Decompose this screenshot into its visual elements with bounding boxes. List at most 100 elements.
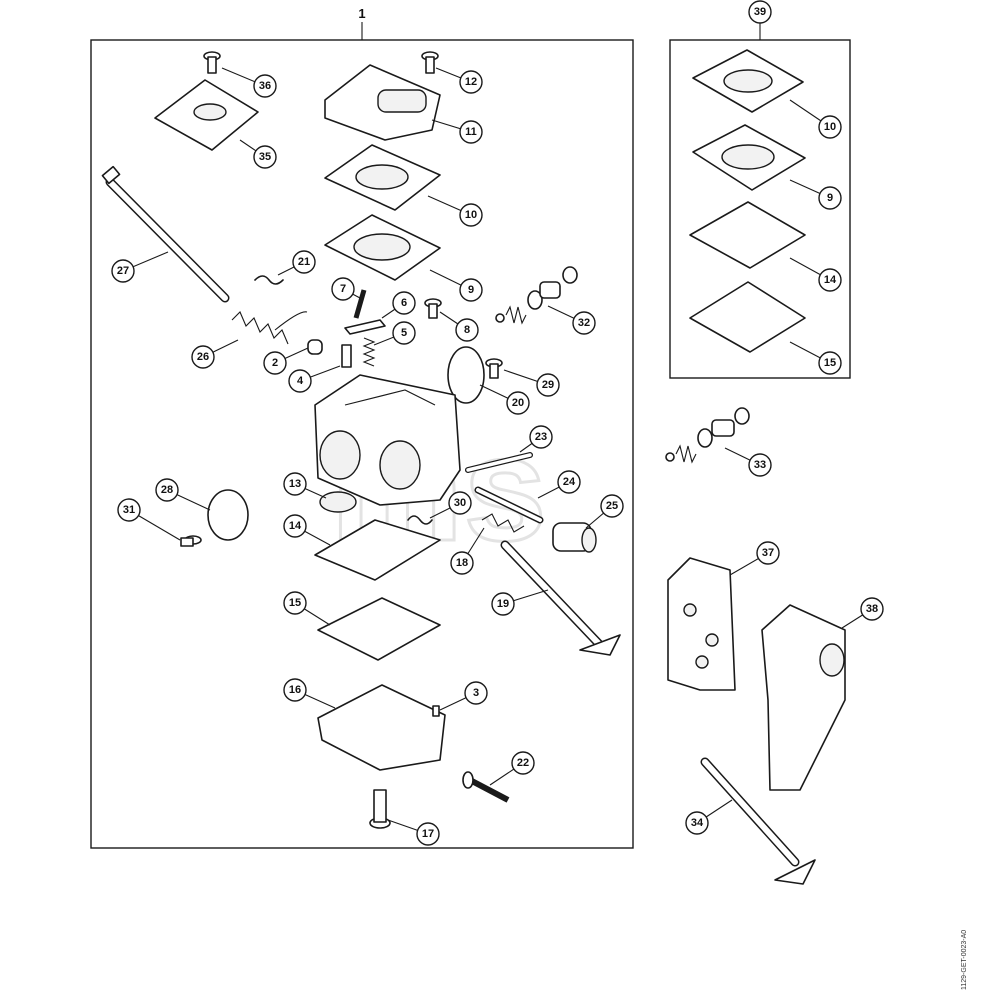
callout-number: 17 xyxy=(422,828,434,840)
callout-circle xyxy=(459,70,483,94)
callout-number: 18 xyxy=(456,557,468,569)
callout-c12: 12 xyxy=(435,67,483,94)
callout-number: 6 xyxy=(401,297,407,309)
filter-13 xyxy=(319,491,357,513)
callout-circle xyxy=(283,472,307,496)
callout-number: 32 xyxy=(578,317,590,329)
callout-number: 28 xyxy=(161,484,173,496)
choke-shaft-19 xyxy=(500,540,621,656)
callout-circle xyxy=(283,678,307,702)
callout-number: 7 xyxy=(340,283,346,295)
callout-circle xyxy=(818,268,842,292)
callout-number: 33 xyxy=(754,459,766,471)
callout-c34: 34 xyxy=(685,799,733,835)
callout-number: 19 xyxy=(497,598,509,610)
callout-c37: 37 xyxy=(729,541,780,576)
callout-c33: 33 xyxy=(724,447,772,477)
callout-circle xyxy=(572,311,596,335)
callout-number: 16 xyxy=(289,684,301,696)
pump-cover-11-fitting xyxy=(377,89,427,113)
carburetor-body xyxy=(314,374,461,506)
callout-c16: 16 xyxy=(283,678,336,709)
callout-c5: 5 xyxy=(373,321,416,346)
callout-c9a: 9 xyxy=(429,269,483,302)
callout-circle xyxy=(155,478,179,502)
callout-c25: 25 xyxy=(585,494,624,529)
callout-number: 9 xyxy=(827,192,833,204)
needle-4 xyxy=(341,344,352,368)
callout-circle xyxy=(860,597,884,621)
callout-circle xyxy=(685,811,709,835)
callout-number: 23 xyxy=(535,431,547,443)
callout-number: 35 xyxy=(259,151,271,163)
screw-12 xyxy=(421,51,439,74)
callout-c15b: 15 xyxy=(789,341,842,375)
shaft-34 xyxy=(700,757,816,885)
sleeve-25 xyxy=(552,522,597,553)
callout-number: 9 xyxy=(468,284,474,296)
adjust-screw-23 xyxy=(465,452,533,473)
callout-c20: 20 xyxy=(479,384,530,415)
callout-number: 14 xyxy=(824,274,837,286)
lever-6 xyxy=(344,319,386,335)
callout-circle xyxy=(117,498,141,522)
callout-number: 27 xyxy=(117,265,129,277)
callout-circle xyxy=(263,351,287,375)
callout-c26: 26 xyxy=(191,339,239,369)
clip-30 xyxy=(407,515,433,525)
callout-circle xyxy=(392,321,416,345)
callout-c28: 28 xyxy=(155,478,211,511)
callout-c31: 31 xyxy=(117,498,181,541)
diaphragm-14 xyxy=(314,519,441,581)
callout-circle xyxy=(459,120,483,144)
callout-c23: 23 xyxy=(519,425,553,453)
callout-c8: 8 xyxy=(439,311,479,342)
callout-c3: 3 xyxy=(439,681,488,711)
callout-circle xyxy=(191,345,215,369)
spring-5 xyxy=(362,337,376,367)
callout-number: 11 xyxy=(465,126,477,138)
kit-label-callout: 39 xyxy=(748,0,772,24)
callout-circle xyxy=(536,373,560,397)
callout-number: 13 xyxy=(289,478,301,490)
spring-26 xyxy=(231,311,289,345)
callout-circle xyxy=(748,453,772,477)
callout-c22: 22 xyxy=(489,751,535,786)
pin-7 xyxy=(353,289,367,319)
callout-circle xyxy=(292,250,316,274)
callout-c10b: 10 xyxy=(789,99,842,139)
callout-circle xyxy=(529,425,553,449)
screw-8 xyxy=(424,298,442,319)
callout-c18: 18 xyxy=(450,527,485,575)
callout-number: 30 xyxy=(454,497,466,509)
callout-number: 37 xyxy=(762,547,774,559)
screw-31 xyxy=(180,535,202,547)
callout-circle xyxy=(392,291,416,315)
screw-22 xyxy=(462,771,510,803)
callout-number: 8 xyxy=(464,324,470,336)
callout-number: 15 xyxy=(289,597,301,609)
reference-code: 1129-GET-0023-A0 xyxy=(961,930,968,990)
plate-37 xyxy=(667,557,736,691)
callout-c21: 21 xyxy=(277,250,316,276)
spring-18 xyxy=(481,513,525,533)
needle-kit-32 xyxy=(495,266,578,325)
callout-circle xyxy=(253,145,277,169)
callout-c30: 30 xyxy=(429,491,472,519)
callout-c19: 19 xyxy=(491,589,549,616)
callout-circle xyxy=(818,186,842,210)
adjust-screw-24 xyxy=(474,486,544,524)
callout-number: 2 xyxy=(272,357,278,369)
callout-c2: 2 xyxy=(263,347,309,375)
callout-circle xyxy=(288,369,312,393)
callout-c4: 4 xyxy=(288,365,341,393)
disc-20 xyxy=(447,346,485,404)
callout-number: 12 xyxy=(465,76,477,88)
callout-circle xyxy=(111,259,135,283)
callout-circle xyxy=(756,541,780,565)
callout-c7: 7 xyxy=(331,277,361,301)
callout-circle xyxy=(455,318,479,342)
pin-3 xyxy=(432,705,440,717)
